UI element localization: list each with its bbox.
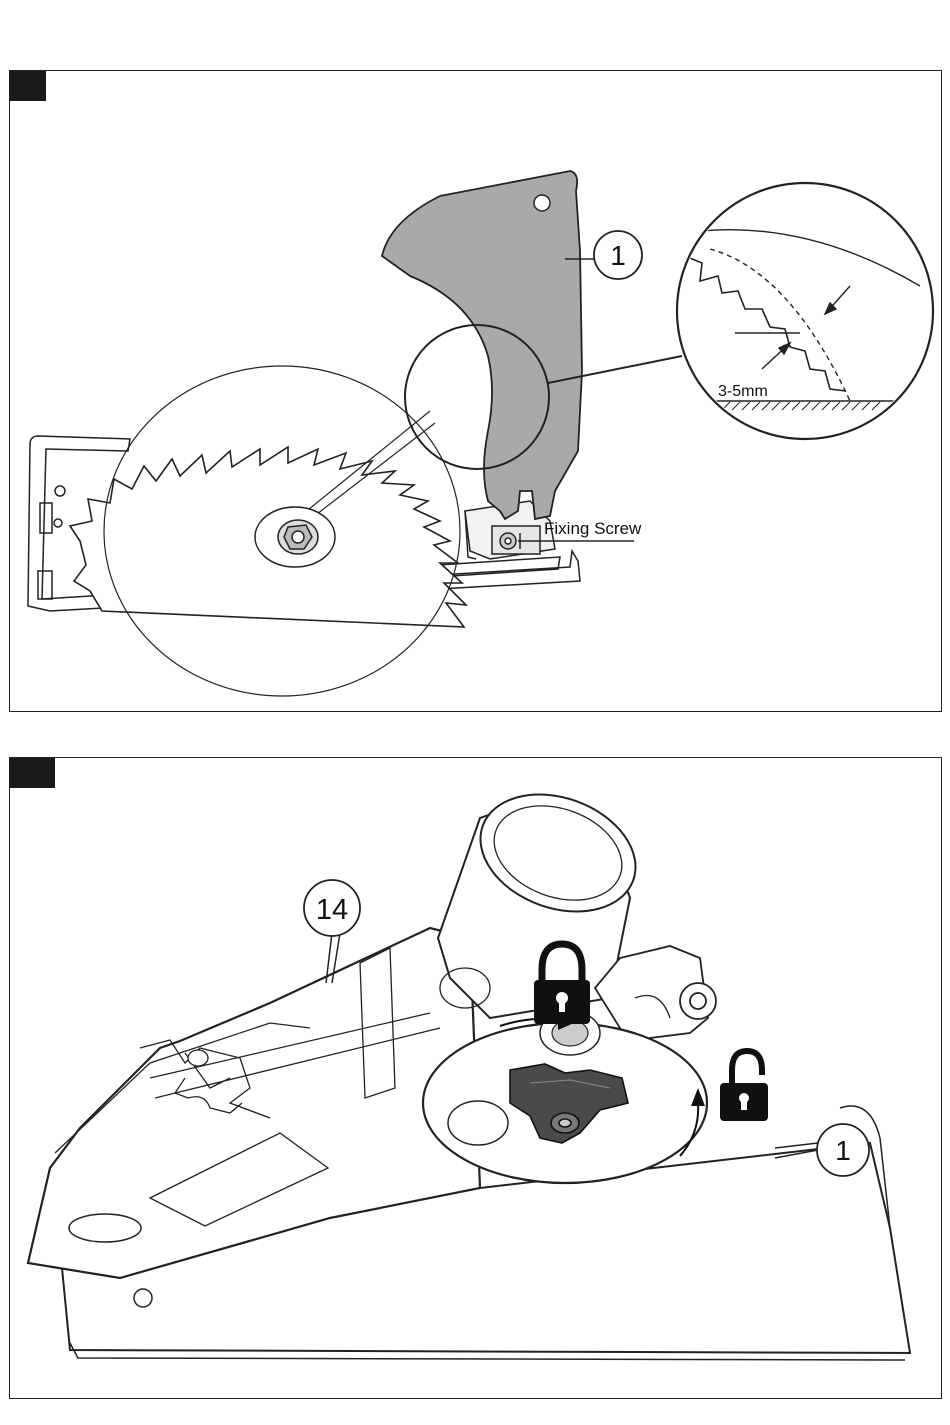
fixing-screw-label: Fixing Screw (544, 519, 642, 538)
callout-1-number: 1 (835, 1135, 851, 1166)
figure-panel-1: Fixing Screw 1 (9, 70, 942, 712)
riving-knife-illustration: Fixing Screw 1 (10, 71, 941, 711)
callout-14-number: 14 (316, 894, 348, 926)
fixing-screw (500, 533, 516, 549)
callout-14-bubble: 14 (304, 880, 360, 936)
callout-1-bubble: 1 (594, 231, 642, 279)
callout-1-bubble: 1 (817, 1124, 869, 1176)
callout-1-number: 1 (610, 240, 626, 271)
gap-measurement-label: 3-5mm (718, 383, 768, 400)
unlocked-padlock-icon (720, 1051, 768, 1121)
riving-knife (382, 171, 582, 519)
figure-panel-2: 14 1 (9, 757, 942, 1399)
arbor-nut (255, 507, 335, 567)
detail-magnified-view: 3-5mm (677, 183, 940, 439)
base-plate-lock-illustration: 14 1 (10, 758, 941, 1398)
